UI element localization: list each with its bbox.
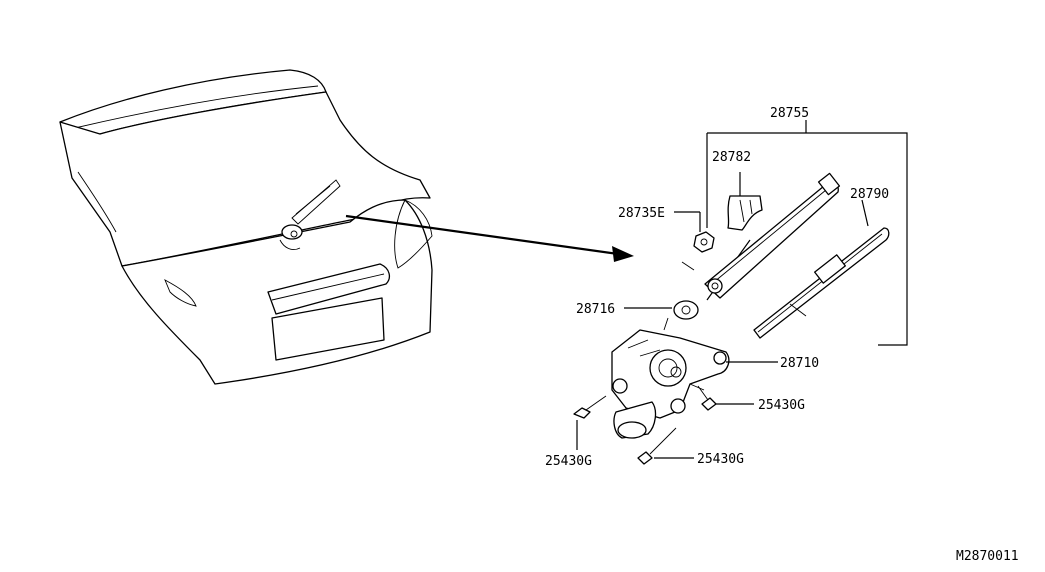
vehicle-rear-hatch <box>59 69 433 385</box>
label-28710: 28710 <box>780 356 819 371</box>
label-28755: 28755 <box>770 106 809 121</box>
diagram-id: M2870011 <box>956 549 1019 564</box>
label-28790: 28790 <box>850 187 889 202</box>
wiper-arm <box>704 172 841 299</box>
label-25430g-left: 25430G <box>545 454 592 469</box>
label-28716: 28716 <box>576 302 615 317</box>
nut-28735e <box>674 211 715 271</box>
label-28735e: 28735E <box>618 206 665 221</box>
wiper-blade <box>753 199 890 339</box>
seal-28716 <box>624 300 699 320</box>
bolts-25430g <box>573 385 754 465</box>
label-25430g-bottom: 25430G <box>697 452 744 467</box>
wiper-motor-28710 <box>611 317 778 439</box>
label-28782: 28782 <box>712 150 751 165</box>
label-25430g-right: 25430G <box>758 398 805 413</box>
pointer-arrow <box>345 214 634 262</box>
